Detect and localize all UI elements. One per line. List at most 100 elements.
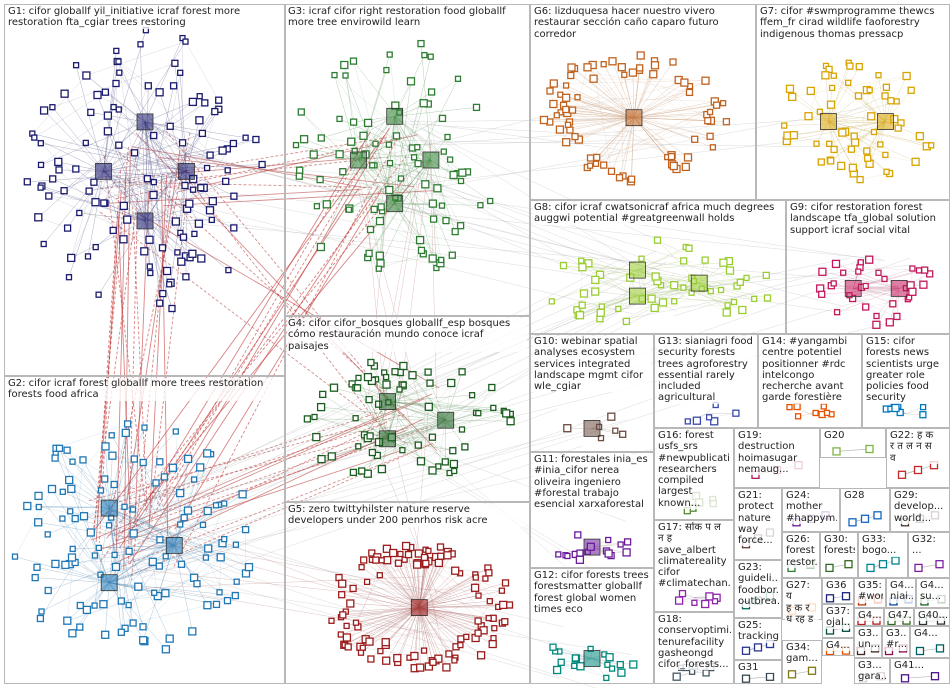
vertex-node[interactable] — [347, 137, 356, 146]
vertex-node[interactable] — [161, 645, 171, 654]
vertex-node[interactable] — [428, 466, 437, 475]
vertex-node[interactable] — [76, 601, 84, 610]
vertex-node[interactable] — [414, 441, 422, 449]
vertex-node[interactable] — [67, 253, 76, 263]
vertex-node[interactable] — [208, 197, 217, 206]
vertex-node[interactable] — [230, 192, 238, 200]
vertex-node[interactable] — [454, 75, 462, 82]
vertex-node[interactable] — [90, 178, 98, 186]
vertex-node[interactable] — [211, 107, 219, 116]
vertex-node[interactable] — [391, 368, 399, 376]
vertex-node[interactable] — [59, 488, 66, 495]
vertex-node[interactable] — [457, 177, 465, 185]
vertex-node[interactable] — [355, 443, 362, 450]
vertex-node[interactable] — [40, 240, 47, 248]
vertex-node[interactable] — [44, 586, 52, 595]
vertex-node[interactable] — [169, 82, 178, 90]
vertex-node[interactable] — [238, 490, 247, 499]
vertex-node[interactable] — [148, 557, 157, 566]
vertex-node[interactable] — [150, 131, 158, 140]
vertex-node[interactable] — [121, 624, 129, 632]
vertex-node[interactable] — [176, 488, 185, 498]
vertex-node[interactable] — [54, 157, 63, 167]
vertex-node[interactable] — [216, 589, 223, 596]
vertex-node[interactable] — [244, 562, 254, 572]
vertex-node[interactable] — [51, 454, 59, 462]
vertex-node[interactable] — [137, 41, 144, 48]
vertex-node[interactable] — [103, 127, 113, 136]
vertex-node[interactable] — [397, 175, 405, 182]
vertex-node[interactable] — [117, 597, 125, 605]
vertex-node[interactable] — [44, 531, 51, 538]
vertex-node[interactable] — [67, 484, 76, 494]
vertex-node[interactable] — [100, 199, 108, 207]
vertex-node[interactable] — [458, 168, 467, 177]
vertex-node[interactable] — [212, 502, 220, 509]
vertex-node[interactable] — [63, 446, 71, 454]
vertex-node[interactable] — [400, 381, 407, 388]
vertex-node[interactable] — [222, 177, 230, 186]
vertex-node[interactable] — [105, 522, 113, 529]
vertex-node[interactable] — [233, 578, 240, 585]
vertex-node[interactable] — [224, 167, 231, 174]
profile-image-node[interactable] — [437, 411, 455, 429]
vertex-node[interactable] — [159, 289, 167, 298]
vertex-node[interactable] — [185, 199, 194, 208]
vertex-node[interactable] — [139, 636, 148, 645]
profile-image-node[interactable] — [100, 499, 118, 517]
vertex-node[interactable] — [292, 141, 300, 149]
profile-image-node[interactable] — [422, 151, 440, 169]
vertex-node[interactable] — [230, 224, 238, 232]
vertex-node[interactable] — [86, 528, 95, 537]
vertex-node[interactable] — [428, 254, 437, 263]
vertex-node[interactable] — [377, 464, 387, 474]
vertex-node[interactable] — [188, 249, 197, 258]
vertex-node[interactable] — [446, 156, 454, 163]
vertex-node[interactable] — [198, 129, 207, 138]
vertex-node[interactable] — [241, 525, 250, 534]
vertex-node[interactable] — [203, 601, 212, 610]
vertex-node[interactable] — [109, 226, 117, 235]
profile-image-node[interactable] — [379, 393, 397, 411]
vertex-node[interactable] — [147, 269, 154, 277]
vertex-node[interactable] — [150, 178, 157, 186]
vertex-node[interactable] — [149, 190, 158, 200]
profile-image-node[interactable] — [379, 430, 397, 448]
vertex-node[interactable] — [65, 475, 74, 485]
vertex-node[interactable] — [117, 628, 125, 636]
vertex-node[interactable] — [152, 479, 160, 487]
vertex-node[interactable] — [303, 415, 312, 423]
vertex-node[interactable] — [340, 60, 349, 70]
profile-image-node[interactable] — [386, 107, 404, 125]
vertex-node[interactable] — [101, 475, 109, 483]
vertex-node[interactable] — [125, 601, 132, 609]
vertex-node[interactable] — [183, 506, 193, 515]
vertex-node[interactable] — [139, 458, 147, 467]
vertex-node[interactable] — [369, 162, 376, 169]
vertex-node[interactable] — [123, 420, 132, 428]
vertex-node[interactable] — [76, 209, 83, 217]
vertex-node[interactable] — [34, 213, 43, 222]
vertex-node[interactable] — [322, 200, 331, 209]
vertex-node[interactable] — [490, 634, 497, 642]
vertex-node[interactable] — [129, 619, 137, 627]
vertex-node[interactable] — [151, 589, 158, 596]
profile-image-node[interactable] — [350, 151, 367, 169]
vertex-node[interactable] — [23, 501, 32, 511]
vertex-node[interactable] — [143, 175, 152, 183]
vertex-node[interactable] — [429, 215, 438, 223]
vertex-node[interactable] — [442, 663, 451, 672]
vertex-node[interactable] — [414, 144, 421, 151]
vertex-node[interactable] — [91, 198, 100, 207]
profile-image-node[interactable] — [178, 162, 195, 180]
vertex-node[interactable] — [206, 151, 214, 159]
vertex-node[interactable] — [156, 299, 164, 307]
vertex-node[interactable] — [60, 89, 69, 98]
vertex-node[interactable] — [309, 150, 318, 159]
vertex-node[interactable] — [166, 122, 174, 130]
vertex-node[interactable] — [331, 71, 338, 79]
vertex-node[interactable] — [85, 187, 93, 195]
vertex-node[interactable] — [33, 563, 41, 571]
vertex-node[interactable] — [69, 458, 76, 465]
vertex-node[interactable] — [458, 368, 466, 376]
